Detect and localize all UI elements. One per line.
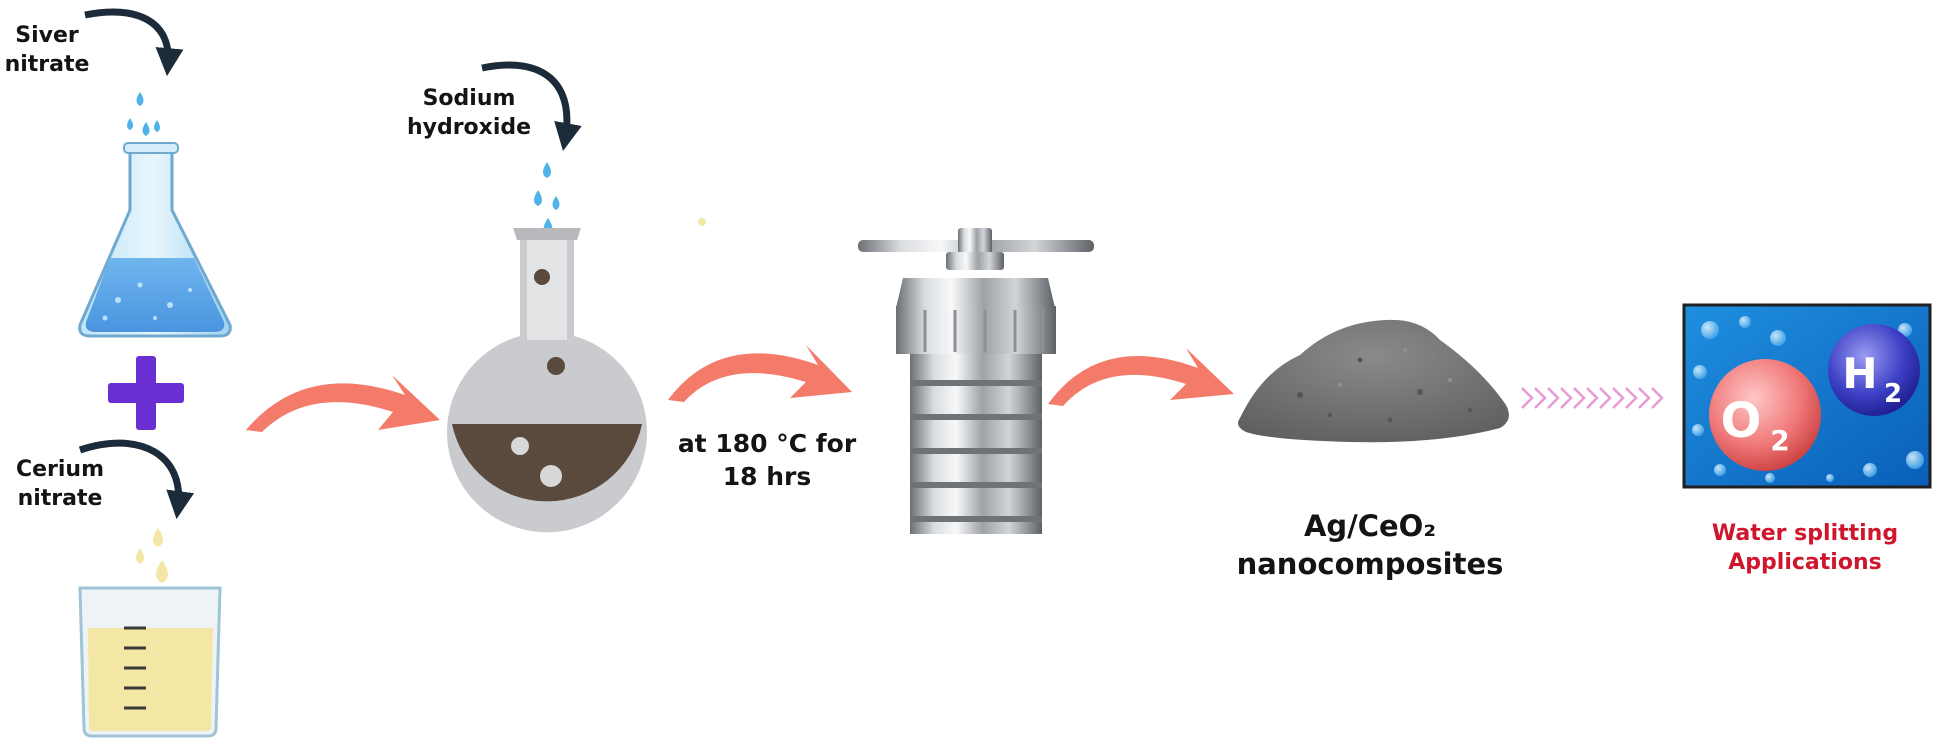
oxygen-molecule [1709,359,1821,471]
label-silver-nitrate: Siver nitrate [4,23,90,77]
beaker [78,586,222,738]
oxygen-symbol: O [1721,393,1762,449]
pour-arrow-silver-nitrate [84,8,184,77]
speck [698,218,706,226]
erlenmeyer-flask [78,142,232,338]
powder-pile [1238,319,1509,443]
label-product: Ag/CeO₂ nanocomposites [1236,509,1504,581]
pour-arrow-cerium-nitrate [78,439,195,520]
pour-arrow-sodium-hydroxide [481,61,582,152]
water-drops-silver [127,92,160,136]
label-sodium-hydroxide: Sodium hydroxide [406,86,532,140]
label-cerium-nitrate: Cerium nitrate [15,457,105,511]
label-reaction-condition: at 180 °C for 18 hrs [677,429,857,491]
chevron-arrows [1521,387,1664,409]
water-splitting-image: O 2 H 2 [1682,303,1932,489]
hydrogen-symbol: H [1842,349,1877,398]
cerium-drops [136,528,168,583]
autoclave [858,228,1094,534]
process-arrow-1 [246,375,440,432]
plus-sign [108,356,184,430]
round-bottom-flask [446,228,647,533]
oxygen-subscript: 2 [1770,424,1789,457]
hydrogen-subscript: 2 [1884,379,1902,409]
hydrogen-molecule [1828,324,1920,416]
process-arrow-3 [1048,348,1234,406]
label-application: Water splitting Applications [1711,521,1899,575]
process-arrow-2 [668,345,852,402]
